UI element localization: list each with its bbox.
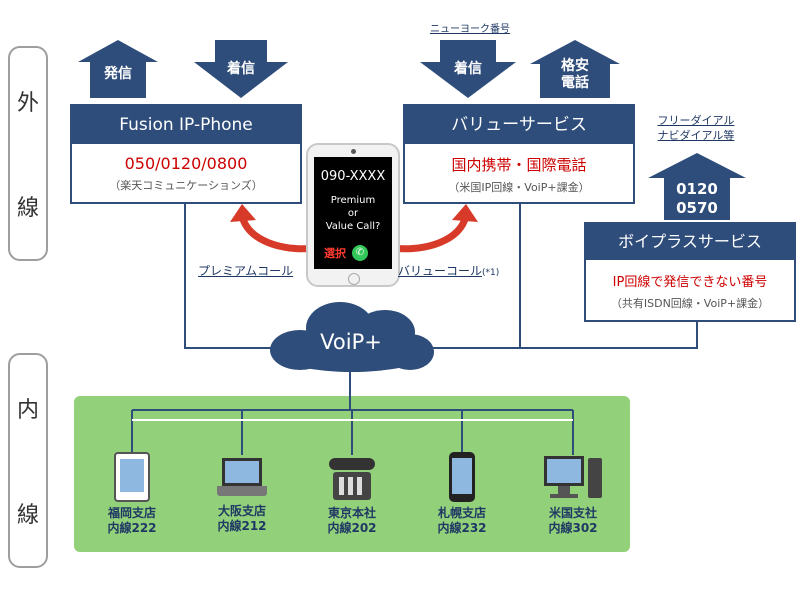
phone-number: 090-XXXX bbox=[320, 169, 386, 184]
branch-name: 札幌支店 bbox=[437, 506, 486, 520]
freedial-note: フリーダイアル ナビダイアル等 bbox=[657, 114, 735, 142]
phone-home-button[interactable] bbox=[348, 273, 360, 285]
branch-fukuoka[interactable]: 福岡支店 内線222 bbox=[102, 452, 162, 536]
value-incoming-arrow bbox=[420, 40, 516, 98]
voiplus-service-title: ボイプラスサービス bbox=[586, 224, 794, 260]
branch-usa[interactable]: 米国支社 内線302 bbox=[536, 452, 610, 536]
fusion-provider: （楽天コミュニケーションズ） bbox=[109, 179, 263, 192]
branch-name: 米国支社 bbox=[548, 506, 597, 520]
branch-name: 福岡支店 bbox=[107, 506, 156, 520]
fusion-title: Fusion IP-Phone bbox=[72, 106, 300, 144]
fusion-incoming-label: 着信 bbox=[227, 61, 255, 77]
premium-call-label: プレミアムコール bbox=[198, 264, 294, 278]
branch-extension: 内線232 bbox=[437, 521, 487, 535]
voiplus-cloud-label: VoiP+ bbox=[320, 330, 382, 354]
desk-phone-icon bbox=[327, 452, 377, 502]
newyork-number-note: ニューヨーク番号 bbox=[430, 24, 510, 35]
voiplus-cloud bbox=[270, 302, 434, 372]
voiplus-service-sub: （共有ISDN回線・VoiP+課金） bbox=[610, 297, 770, 310]
desktop-pc-icon bbox=[544, 452, 602, 502]
value-main: 国内携帯・国際電話 bbox=[451, 156, 587, 174]
phone-screen: 090-XXXX Premium or Value Call? 選択 ✆ bbox=[314, 157, 392, 269]
voiplus-service-box: ボイプラスサービス IP回線で発信できない番号 （共有ISDN回線・VoiP+課… bbox=[584, 222, 796, 322]
fusion-ip-phone-box: Fusion IP-Phone 050/0120/0800 （楽天コミュニケーシ… bbox=[70, 104, 302, 204]
branch-extension: 内線212 bbox=[217, 519, 267, 533]
branch-extension: 内線202 bbox=[327, 521, 377, 535]
voiplus-service-main: IP回線で発信できない番号 bbox=[612, 275, 768, 290]
outer-label-char-1: 外 bbox=[16, 90, 39, 116]
value-call-arrow bbox=[389, 214, 470, 253]
branch-name: 東京本社 bbox=[327, 506, 376, 520]
fusion-outgoing-arrow bbox=[78, 40, 158, 98]
inner-label-char-2: 線 bbox=[16, 503, 39, 529]
phone-select-label: 選択 bbox=[324, 247, 346, 260]
value-call-label: バリューコール bbox=[398, 264, 483, 278]
value-sub: （米国IP回線・VoiP+課金） bbox=[448, 181, 590, 194]
call-button-icon[interactable]: ✆ bbox=[352, 245, 368, 261]
voiplus-number-label: 0120 0570 bbox=[676, 180, 718, 217]
fusion-numbers: 050/0120/0800 bbox=[124, 154, 248, 173]
value-cheap-arrow bbox=[530, 40, 620, 98]
value-service-box: バリューサービス 国内携帯・国際電話 （米国IP回線・VoiP+課金） bbox=[403, 104, 635, 204]
value-title: バリューサービス bbox=[405, 106, 633, 144]
branch-extension: 内線222 bbox=[107, 521, 157, 535]
inner-label-char-1: 内 bbox=[16, 397, 39, 423]
outer-label-char-2: 線 bbox=[16, 196, 39, 222]
branch-osaka[interactable]: 大阪支店 内線212 bbox=[206, 452, 278, 534]
value-incoming-label: 着信 bbox=[454, 61, 482, 77]
fusion-incoming-arrow bbox=[194, 40, 288, 98]
smartphone-mockup: 090-XXXX Premium or Value Call? 選択 ✆ bbox=[306, 143, 400, 287]
branch-extension: 内線302 bbox=[548, 521, 598, 535]
phone-camera-dot bbox=[350, 149, 356, 154]
branch-tokyo[interactable]: 東京本社 内線202 bbox=[316, 452, 388, 536]
branch-sapporo[interactable]: 札幌支店 内線232 bbox=[426, 452, 498, 536]
tablet-icon bbox=[114, 452, 150, 502]
smartphone-icon bbox=[449, 452, 475, 502]
value-call-note: (*1) bbox=[482, 268, 500, 278]
inner-line-label: 内 線 bbox=[8, 353, 48, 568]
outer-line-label: 外 線 bbox=[8, 46, 48, 261]
fusion-outgoing-label: 発信 bbox=[104, 66, 132, 82]
laptop-icon bbox=[217, 458, 267, 496]
phone-prompt: Premium or Value Call? bbox=[325, 195, 381, 232]
voiplus-number-arrow bbox=[648, 153, 746, 220]
value-call-label-wrap: バリューコール(*1) bbox=[398, 262, 499, 279]
branch-name: 大阪支店 bbox=[217, 504, 266, 518]
value-cheap-label: 格安 電話 bbox=[561, 58, 589, 91]
